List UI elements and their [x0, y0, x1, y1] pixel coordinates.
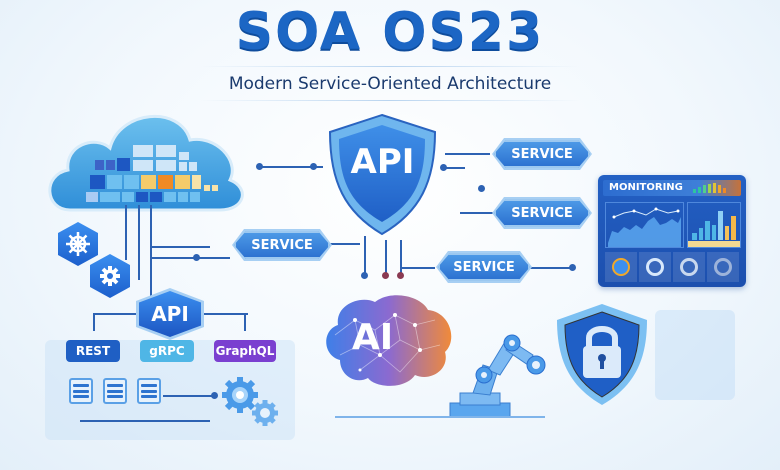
ai-label: AI — [351, 317, 394, 358]
robot-arm-icon — [449, 334, 546, 418]
title-divider — [200, 66, 580, 67]
monitoring-header — [603, 180, 741, 196]
monitoring-title: MONITORING — [609, 182, 683, 193]
rest-badge[interactable]: REST — [66, 340, 120, 362]
connector — [125, 205, 127, 260]
server-icon — [103, 378, 127, 404]
cloud-icon — [48, 115, 244, 212]
kubernetes-badge — [58, 222, 98, 266]
connector-node — [478, 185, 485, 192]
api-gateway-shield[interactable]: API — [325, 112, 440, 241]
connector — [138, 205, 140, 280]
gauge-icon — [646, 258, 664, 276]
signal-bars — [693, 183, 726, 193]
connector — [335, 416, 545, 418]
settings-badge — [90, 254, 130, 298]
graphql-badge[interactable]: GraphQL — [214, 340, 276, 362]
connector — [150, 257, 230, 259]
connector-node — [361, 272, 368, 279]
service-label: SERVICE — [438, 253, 530, 281]
gear-icon — [100, 266, 120, 286]
connector — [330, 243, 360, 245]
gears — [220, 375, 285, 434]
padlock-icon — [583, 326, 621, 378]
connector-node — [310, 163, 317, 170]
connector-node — [382, 272, 389, 279]
page-subtitle: Modern Service-Oriented Architecture — [228, 74, 552, 94]
connector — [400, 240, 402, 276]
connector — [150, 246, 210, 248]
robot-arm — [448, 325, 558, 424]
connector — [460, 212, 495, 214]
background-device-decoration — [655, 310, 735, 400]
connector — [93, 313, 95, 331]
shield-icon — [328, 113, 437, 236]
server-icon — [69, 378, 93, 404]
service-node-top-right[interactable]: SERVICE — [492, 138, 592, 170]
service-label: SERVICE — [494, 140, 590, 168]
monitoring-dashboard[interactable]: MONITORING — [598, 175, 746, 287]
area-chart-icon — [608, 207, 681, 247]
bar-chart — [687, 202, 741, 248]
gauge-icon — [714, 258, 732, 276]
page-title: SOA OS23 — [235, 2, 545, 62]
connector — [244, 313, 246, 331]
connector — [400, 267, 435, 269]
connector — [445, 153, 490, 155]
connector — [364, 236, 366, 276]
shield-icon — [557, 304, 647, 405]
subtitle-divider — [200, 100, 580, 101]
connector-node — [397, 272, 404, 279]
gauge-row — [605, 252, 739, 282]
gauge-icon — [612, 258, 630, 276]
connector — [150, 205, 152, 300]
connector-node — [211, 392, 218, 399]
connector-node — [569, 264, 576, 271]
grpc-badge[interactable]: gRPC — [140, 340, 194, 362]
ai-brain: AI — [320, 290, 455, 390]
connector — [163, 395, 213, 397]
line-chart — [605, 202, 684, 248]
connector-node — [440, 164, 447, 171]
service-node-middle-right[interactable]: SERVICE — [492, 197, 592, 229]
security-shield[interactable] — [555, 302, 650, 411]
service-node-bottom[interactable]: SERVICE — [436, 251, 532, 283]
service-label: SERVICE — [234, 231, 330, 259]
connector-node — [193, 254, 200, 261]
api-gateway-label: API — [350, 142, 415, 182]
connector — [258, 166, 323, 168]
connector — [385, 240, 387, 276]
server-icon — [137, 378, 161, 404]
service-label: SERVICE — [494, 199, 590, 227]
cloud-datacenter — [40, 100, 250, 215]
gauge-icon — [680, 258, 698, 276]
connector — [528, 267, 573, 269]
gear-icon — [222, 377, 278, 426]
connector — [80, 420, 210, 422]
connector — [445, 167, 465, 169]
brain-icon — [326, 295, 452, 386]
connector-node — [256, 163, 263, 170]
service-node-left[interactable]: SERVICE — [232, 229, 332, 261]
kubernetes-helm-icon — [66, 232, 90, 256]
